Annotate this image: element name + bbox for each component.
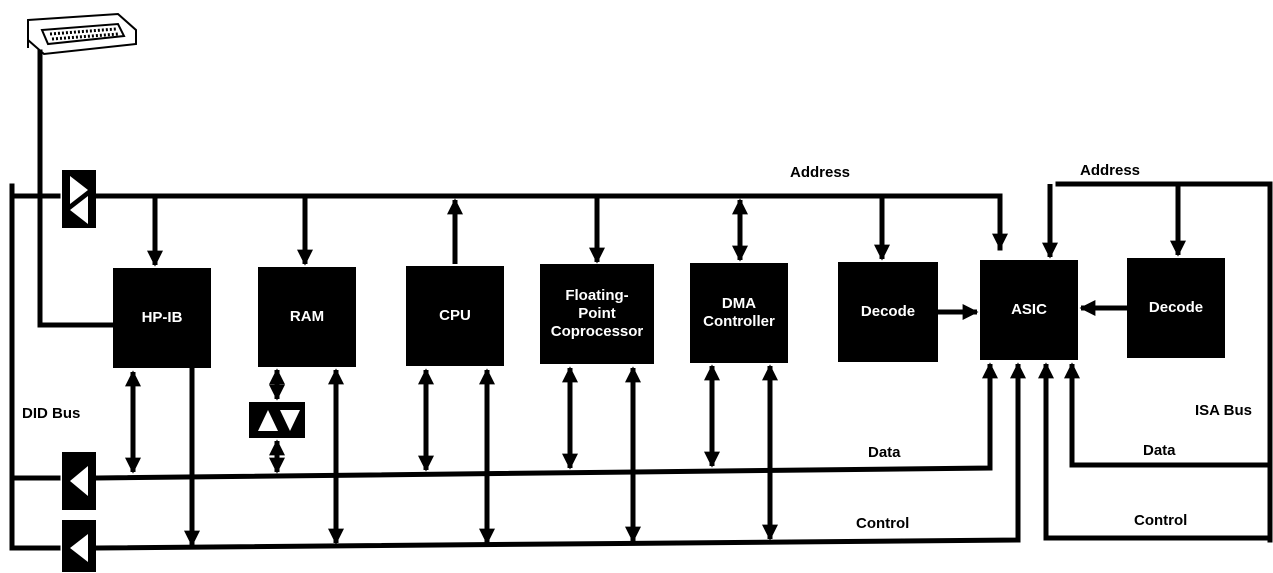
ram-block: RAM [258,267,356,367]
dma-controller-block: DMA Controller [690,263,788,363]
fpu-block: Floating- Point Coprocessor [540,264,654,364]
hpib-block: HP-IB [113,268,211,368]
ram-transceiver-icon [249,402,305,438]
isa-bus-label: ISA Bus [1195,402,1252,419]
address-buffer-icon [62,170,96,228]
connection-arrows [124,184,1187,547]
hpib-connector-icon [27,12,137,56]
address-label-left: Address [790,164,851,181]
asic-block: ASIC [980,260,1078,360]
control-buffer-icon [62,520,96,572]
did-bus-label: DID Bus [22,405,81,422]
data-label-left: Data [868,444,901,461]
bus-lines [9,49,1273,551]
decode-right-block: Decode [1127,258,1225,358]
data-buffer-icon [62,452,96,510]
data-label-right: Data [1143,442,1176,459]
control-label-left: Control [856,515,910,532]
control-label-right: Control [1134,512,1188,529]
cpu-block: CPU [406,266,504,366]
decode-left-block: Decode [838,262,938,362]
address-label-right: Address [1080,162,1141,179]
